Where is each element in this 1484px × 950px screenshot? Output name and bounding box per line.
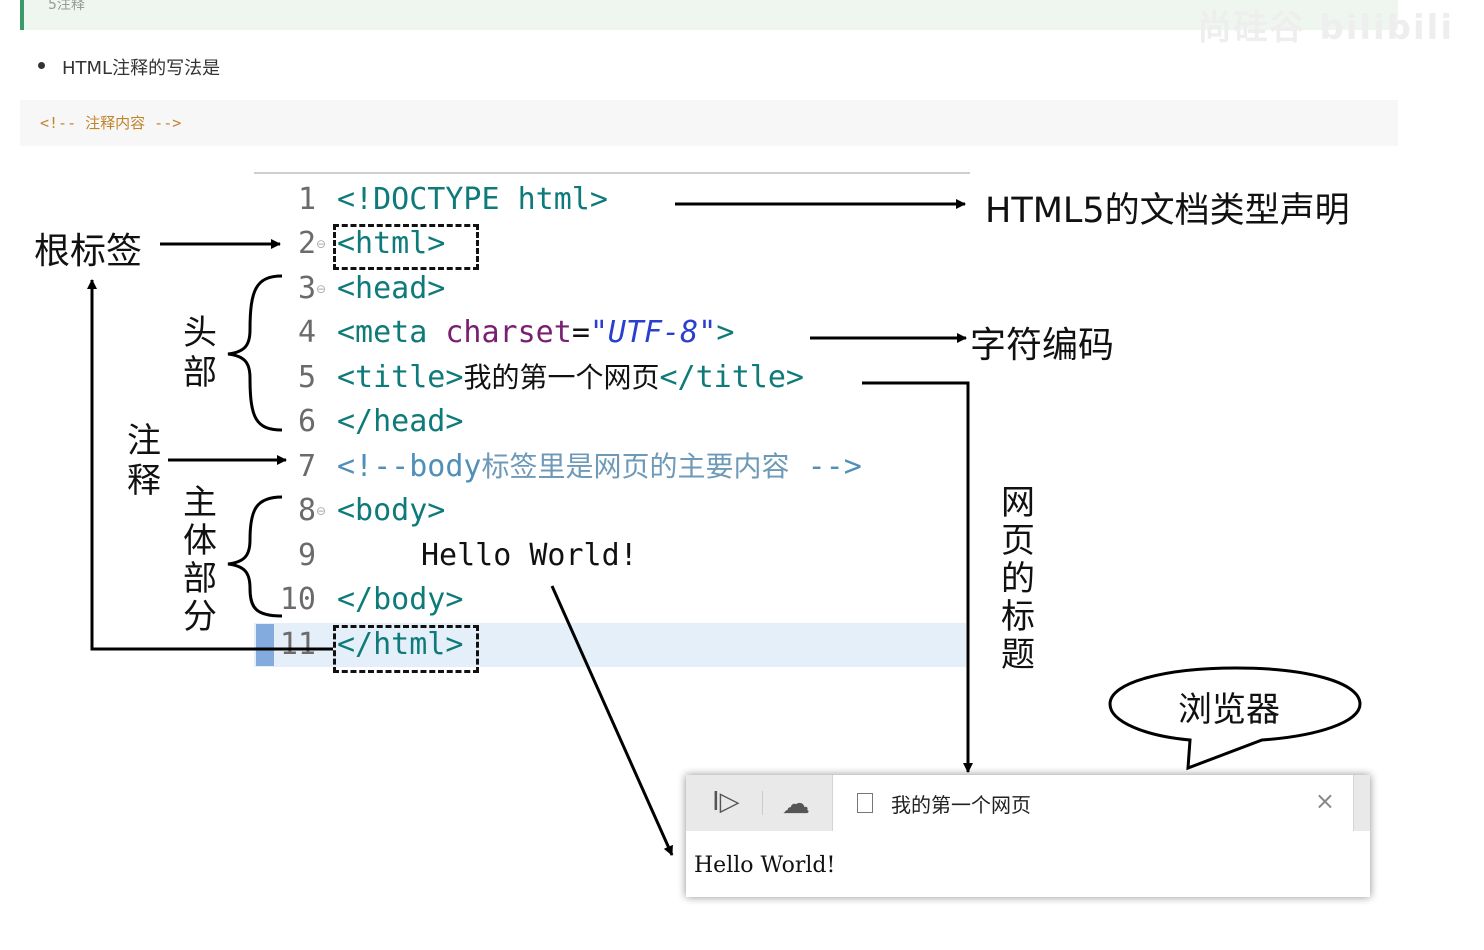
tab-title: 我的第一个网页 [891, 793, 1031, 817]
meta-tag: <meta [337, 315, 446, 350]
fold-toggle-icon[interactable]: ⊖ [316, 504, 327, 518]
line-number: 4 [297, 315, 316, 350]
fold-toggle-icon[interactable]: ⊖ [316, 237, 327, 251]
line-number: 2 [297, 226, 316, 261]
doctype-desc-label: HTML5的文档类型声明 [985, 191, 1350, 231]
comment-open: <!--body [337, 449, 482, 484]
line-number: 9 [297, 538, 316, 573]
editor-current-line [254, 623, 966, 667]
code-line-4: <meta charset="UTF-8"> [337, 311, 734, 355]
title-open-tag: <title> [337, 360, 464, 395]
code-line-2: <html> [337, 226, 446, 261]
page-title-label-4: 标 [1001, 597, 1035, 637]
title-text: 我的第一个网页 [463, 361, 660, 394]
body-label-2: 体 [183, 521, 217, 561]
comment-label-1: 注 [127, 421, 161, 461]
line-number: 10 [279, 582, 316, 617]
charset-attr: charset [445, 315, 572, 350]
page-title-label-1: 网 [1001, 483, 1035, 523]
bullet-text: HTML注释的写法是 [62, 58, 221, 79]
title-arrow [862, 381, 973, 773]
editor-top-border [254, 172, 970, 174]
equals-sign: = [571, 315, 590, 350]
line-number: 3 [297, 271, 316, 306]
head-label-2: 部 [183, 353, 217, 393]
bullet-dot [38, 62, 45, 69]
code-line-1: <!DOCTYPE html> [337, 182, 608, 217]
document-icon [857, 793, 873, 813]
hello-world-text: Hello World! [421, 538, 638, 573]
browser-page-content: Hello World! [694, 853, 836, 878]
watermark: 尚硅谷 bilibili [1197, 8, 1454, 48]
meta-end: > [716, 315, 735, 350]
line-number: 1 [297, 182, 316, 217]
code-line-10: </body> [337, 582, 464, 617]
gutter-marker [256, 624, 274, 666]
comment-label-2: 释 [127, 461, 161, 501]
code-line-6: </head> [337, 404, 464, 439]
cloud-icon[interactable]: ☁ [782, 787, 810, 820]
code-line-7: <!--body标签里是网页的主要内容 --> [337, 445, 862, 489]
line-number: 7 [297, 449, 316, 484]
speech-bubble [1108, 666, 1362, 771]
title-close-tag: </title> [659, 360, 804, 395]
code-line-11: </html> [337, 627, 464, 662]
root-tag-label: 根标签 [34, 231, 143, 272]
charset-value: "UTF-8" [589, 315, 717, 350]
head-brace [227, 274, 283, 432]
browser-window: I▷ ☁ 我的第一个网页 × Hello World! [686, 775, 1370, 897]
line-number: 5 [297, 360, 316, 395]
toolbar-divider [762, 791, 763, 815]
body-brace [227, 495, 283, 618]
section-title: 5注释 [48, 0, 85, 13]
html-open-highlight-box [333, 224, 479, 270]
fold-toggle-icon[interactable]: ⊖ [316, 282, 327, 296]
body-label-4: 分 [183, 597, 217, 637]
section-header: 5注释 [20, 0, 1398, 30]
browser-tab[interactable]: 我的第一个网页 × [832, 775, 1354, 831]
line-number: 8 [297, 493, 316, 528]
line-number: 11 [279, 627, 316, 662]
comment-close: --> [789, 449, 862, 484]
page-title-label-2: 页 [1001, 521, 1035, 561]
sidebar-toggle-icon[interactable]: I▷ [712, 787, 740, 817]
html-close-connector-arrow [87, 279, 333, 651]
code-line-5: <title>我的第一个网页</title> [337, 356, 804, 400]
body-label-3: 部 [183, 559, 217, 599]
comment-text: 标签里是网页的主要内容 [481, 450, 790, 483]
hello-world-arrow [550, 585, 674, 856]
code-line-8: <body> [337, 493, 446, 528]
code-line-3: <head> [337, 271, 446, 306]
code-sample: <!-- 注释内容 --> [40, 114, 182, 132]
head-label-1: 头 [183, 313, 217, 353]
code-sample-block: <!-- 注释内容 --> [20, 100, 1398, 146]
page-title-label-3: 的 [1001, 559, 1035, 599]
page-title-label-5: 题 [1001, 635, 1035, 675]
line-number: 6 [297, 404, 316, 439]
browser-bubble-label: 浏览器 [1178, 690, 1280, 730]
charset-desc-label: 字符编码 [970, 325, 1115, 366]
browser-tab-bar: I▷ ☁ 我的第一个网页 × [686, 775, 1370, 831]
html-close-highlight-box [333, 625, 479, 673]
body-label-1: 主 [183, 483, 217, 523]
close-icon[interactable]: × [1314, 787, 1335, 815]
code-line-9: Hello World! [421, 534, 638, 578]
